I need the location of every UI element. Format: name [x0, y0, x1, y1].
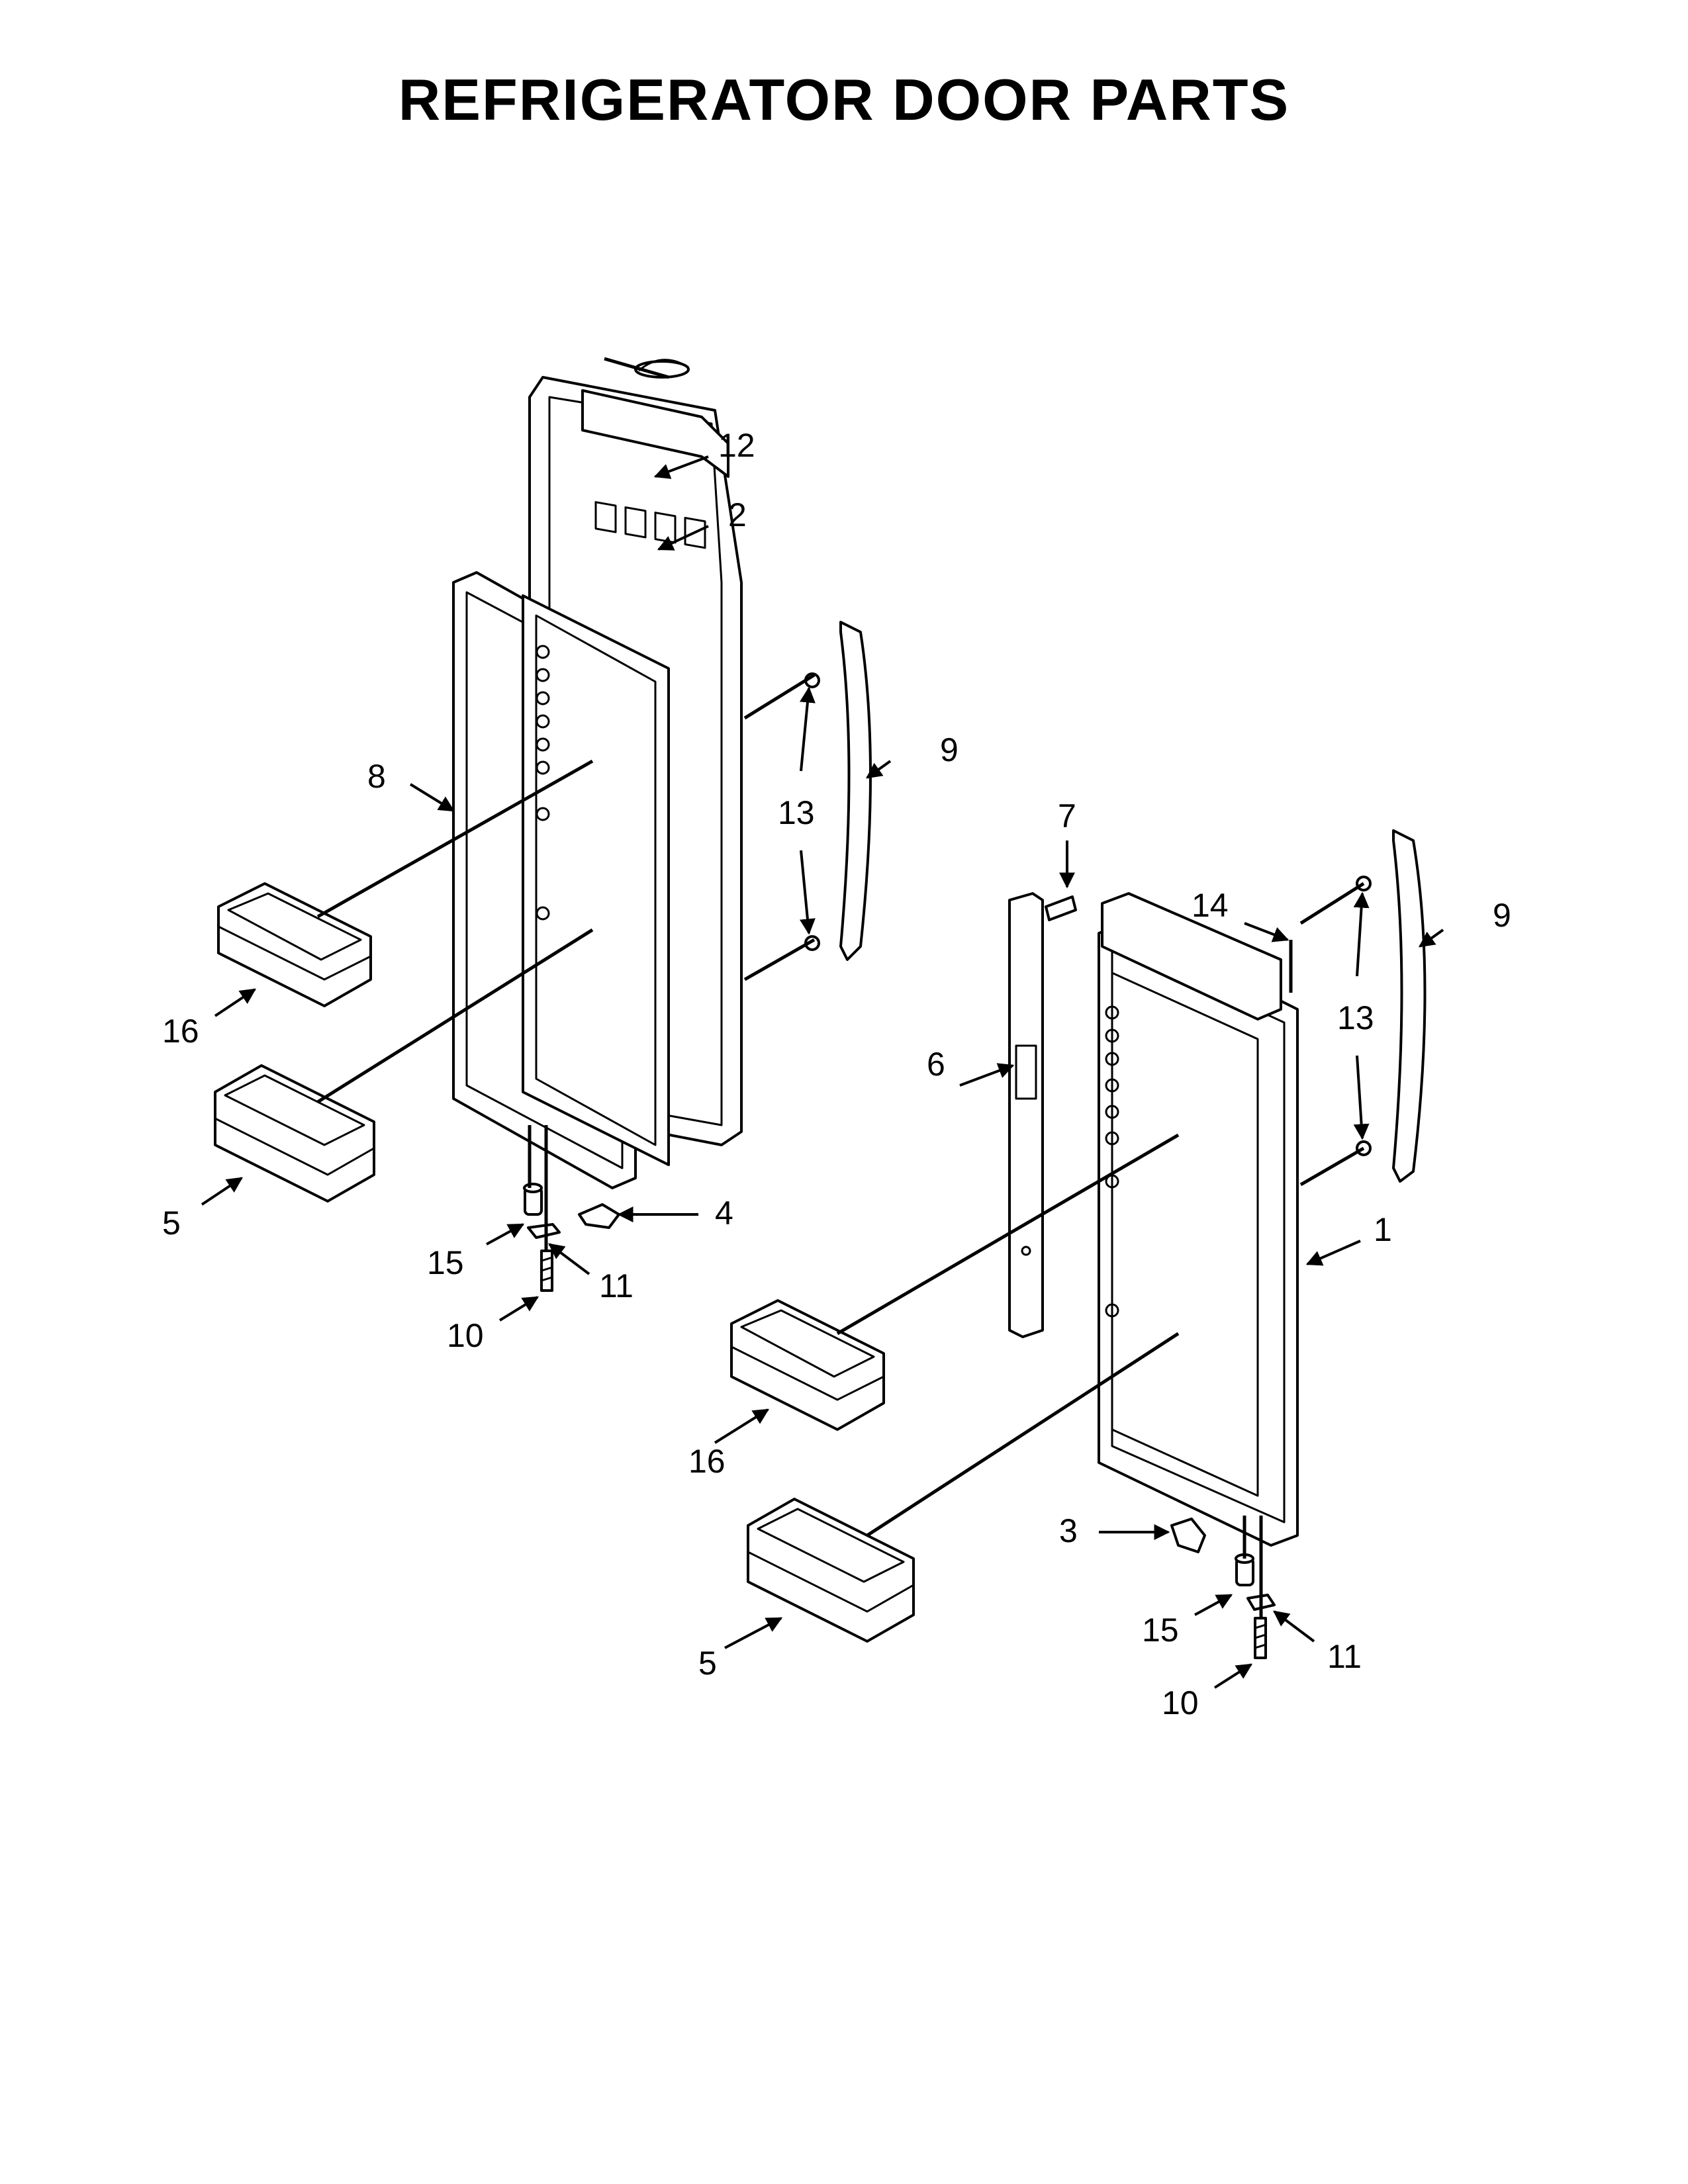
callout-9-right: 9: [1493, 897, 1511, 934]
left-door-bin-lower: [214, 1064, 375, 1203]
callout-11-left: 11: [599, 1267, 633, 1304]
assembly-guide-lines: [316, 357, 1365, 1618]
callout-16-right: 16: [688, 1443, 726, 1480]
left-hinge-washer: [527, 1223, 561, 1239]
right-door-liner: [1105, 972, 1259, 1497]
callout-10-left: 10: [447, 1317, 484, 1354]
callout-13-left: 13: [778, 794, 815, 831]
callout-13-right: 13: [1337, 999, 1374, 1036]
right-door-outer: [1098, 892, 1299, 1547]
callout-6: 6: [927, 1046, 945, 1083]
callout-15-left: 15: [427, 1244, 464, 1281]
left-hinge-screw: [540, 1250, 553, 1292]
left-door-top-vents: [594, 501, 706, 549]
callout-5-right: 5: [698, 1645, 717, 1682]
mullion-flipper: [1008, 892, 1044, 1338]
right-liner-shelf-pegs: [1105, 1005, 1119, 1318]
callout-16-left: 16: [162, 1013, 199, 1050]
callout-1: 1: [1374, 1211, 1392, 1248]
left-door-liner: [522, 594, 670, 1166]
callout-leaders: [201, 455, 1444, 1689]
left-hinge-bushing: [523, 1183, 543, 1216]
callout-12: 12: [718, 427, 755, 464]
callout-3: 3: [1059, 1512, 1078, 1549]
right-door-stop-clip: [1170, 1518, 1206, 1553]
callout-2: 2: [728, 496, 747, 533]
left-door-bin-upper: [217, 882, 372, 1007]
callout-15-right: 15: [1142, 1612, 1179, 1649]
callout-8: 8: [367, 758, 386, 795]
right-door-bin-lower: [747, 1498, 915, 1643]
mullion-screw: [1045, 895, 1077, 921]
left-door-handle: [804, 621, 872, 961]
left-liner-shelf-pegs: [536, 645, 550, 921]
page-title: REFRIGERATOR DOOR PARTS: [398, 67, 1290, 132]
callout-11-right: 11: [1327, 1638, 1362, 1675]
callout-numbers: 12 2 9 8 13 16 5 4 15 11 10 7 14 9 13 6 …: [162, 427, 1511, 1721]
right-hinge-bushing: [1235, 1553, 1254, 1586]
right-hinge-screw: [1254, 1617, 1267, 1659]
callout-4: 4: [715, 1195, 733, 1232]
left-door-stop-clip: [578, 1203, 620, 1229]
callout-5-left: 5: [162, 1205, 181, 1242]
callout-10-right: 10: [1162, 1684, 1199, 1721]
callout-14: 14: [1192, 887, 1229, 924]
right-door-bin-upper: [730, 1299, 885, 1431]
callout-9-left: 9: [940, 731, 959, 768]
callout-7: 7: [1058, 797, 1076, 835]
